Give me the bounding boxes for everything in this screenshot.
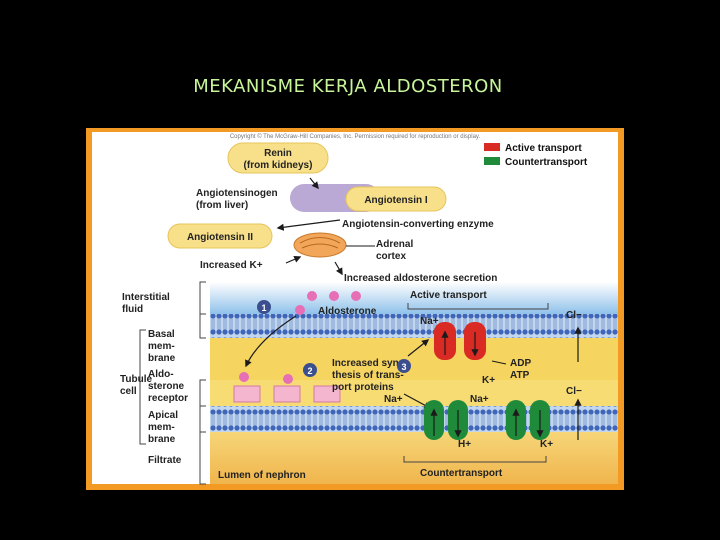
legend-label-active: Active transport bbox=[505, 143, 582, 154]
step-2-label: 2 bbox=[307, 366, 312, 376]
adrenal-label: Adrenal bbox=[376, 239, 413, 250]
aldosterone-molecule bbox=[239, 372, 249, 382]
angiotensin2-label: Angiotensin II bbox=[187, 232, 253, 243]
h-plus-label: H+ bbox=[458, 439, 471, 450]
step-1-marker bbox=[257, 300, 271, 314]
synthesis-label: Increased syn- bbox=[332, 358, 402, 369]
step-3-label: 3 bbox=[401, 362, 406, 372]
angiotensinogen-source-label: (from liver) bbox=[196, 200, 248, 211]
lumen-label: Lumen of nephron bbox=[218, 470, 306, 481]
na-apical-label: Na+ bbox=[384, 394, 403, 405]
increased-k-label: Increased K+ bbox=[200, 260, 263, 271]
step-3-marker bbox=[397, 359, 411, 373]
legend-label-counter: Countertransport bbox=[505, 157, 588, 168]
legend-swatch-active bbox=[484, 143, 500, 151]
aldosterone-entry-arrow bbox=[245, 315, 297, 368]
countertransport-label: Countertransport bbox=[420, 468, 503, 479]
renin-label: Renin bbox=[264, 148, 292, 159]
angiotensinogen-label: Angiotensinogen bbox=[196, 188, 278, 199]
cl-top-label: Cl− bbox=[566, 310, 582, 321]
na-top-label: Na+ bbox=[420, 316, 439, 327]
receptor-shape bbox=[273, 385, 301, 403]
apical-label: Apical bbox=[148, 410, 178, 421]
angiotensin2-box bbox=[167, 223, 273, 249]
active-transport-label: Active transport bbox=[410, 290, 487, 301]
adp-label: ADP bbox=[510, 358, 531, 369]
legend-swatch-counter bbox=[484, 157, 500, 165]
aldosterone-label: Aldosterone bbox=[318, 306, 377, 317]
bracket-basal bbox=[199, 313, 206, 339]
ace-label: Angiotensin-converting enzyme bbox=[342, 219, 494, 230]
cytoplasm-lower bbox=[210, 380, 618, 406]
step-2-marker bbox=[303, 363, 317, 377]
k-mid-label: K+ bbox=[482, 375, 495, 386]
k-arrow bbox=[285, 255, 302, 264]
countertransport-bracket bbox=[403, 456, 547, 463]
receptor-label-3: receptor bbox=[148, 393, 188, 404]
receptor-shape bbox=[233, 385, 261, 403]
atp-pointer bbox=[491, 360, 507, 365]
basal-label: Basal bbox=[148, 329, 175, 340]
na-apical-label-2: Na+ bbox=[470, 394, 489, 405]
basal-membrane bbox=[210, 314, 618, 338]
renin-arrow bbox=[309, 177, 319, 190]
aldosterone-molecule bbox=[329, 291, 339, 301]
interstitial-sub-label: fluid bbox=[122, 304, 143, 315]
receptor-shape bbox=[313, 385, 341, 403]
step-1-label: 1 bbox=[261, 303, 266, 313]
aldosterone-molecule bbox=[295, 305, 305, 315]
adrenal-gland-detail bbox=[299, 237, 341, 249]
tubule-label: Tubule bbox=[120, 374, 152, 385]
apical-label-2: mem- bbox=[148, 422, 175, 433]
ace-arrow bbox=[276, 219, 341, 231]
synthesis-label-2: thesis of trans- bbox=[332, 370, 404, 381]
renin-box bbox=[227, 142, 329, 174]
atp-label: ATP bbox=[510, 370, 530, 381]
filtrate-label: Filtrate bbox=[148, 455, 182, 466]
basal-label-3: brane bbox=[148, 353, 176, 364]
cytoplasm-upper bbox=[210, 338, 618, 380]
renin-source-label: (from kidneys) bbox=[244, 160, 313, 171]
receptor-label: Aldo- bbox=[148, 369, 174, 380]
active-transport-bracket bbox=[407, 303, 549, 310]
apical-membrane bbox=[210, 406, 618, 432]
receptor-label-2: sterone bbox=[148, 381, 185, 392]
angiotensin1-box bbox=[345, 186, 447, 212]
aldosterone-molecule bbox=[283, 374, 293, 384]
aldosterone-molecule bbox=[307, 291, 317, 301]
adrenal-sub-label: cortex bbox=[376, 251, 406, 262]
cl-mid-label: Cl− bbox=[566, 386, 582, 397]
adrenal-gland-shape bbox=[293, 232, 347, 258]
angiotensin1-label: Angiotensin I bbox=[364, 195, 428, 206]
bracket-filtrate bbox=[199, 431, 206, 485]
tubule-sub-label: cell bbox=[120, 386, 137, 397]
k-bottom-label: K+ bbox=[540, 439, 553, 450]
basal-label-2: mem- bbox=[148, 341, 175, 352]
secretion-arrow bbox=[334, 261, 343, 276]
apical-label-3: brane bbox=[148, 434, 176, 445]
interstitial-label: Interstitial bbox=[122, 292, 170, 303]
slide-title: MEKANISME KERJA ALDOSTERON bbox=[193, 76, 503, 97]
synthesis-label-3: port proteins bbox=[332, 382, 394, 393]
lumen-region bbox=[210, 432, 618, 484]
aldosterone-molecule bbox=[351, 291, 361, 301]
bracket-tubule-cell bbox=[139, 329, 146, 445]
copyright-text: Copyright © The McGraw-Hill Companies, I… bbox=[230, 133, 481, 140]
secretion-label: Increased aldosterone secretion bbox=[344, 273, 497, 284]
synthesis-arrow-up bbox=[407, 339, 430, 357]
